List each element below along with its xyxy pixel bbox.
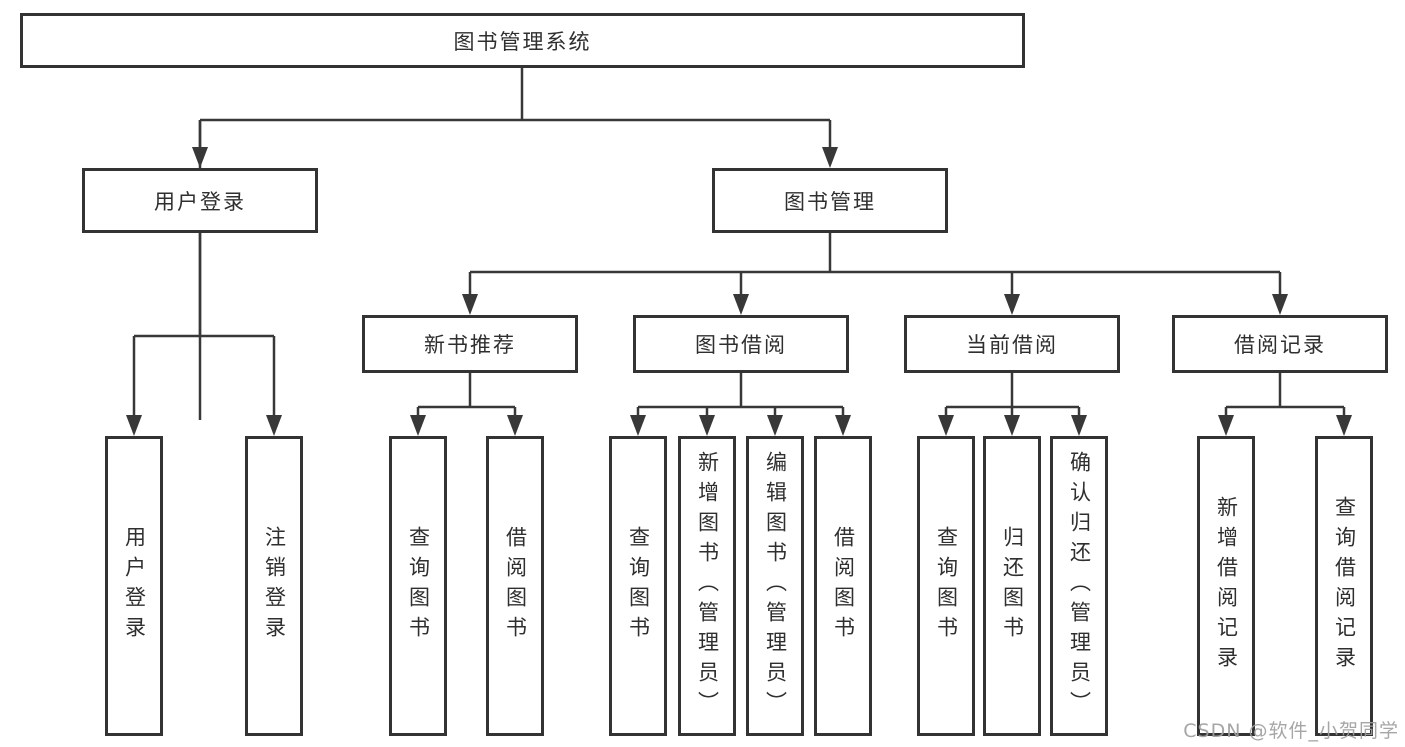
node-user-login: 用户登录 <box>82 168 318 233</box>
leaf-add-books-admin: 新增图书（管理员） <box>678 436 736 736</box>
node-library-management-system: 图书管理系统 <box>20 13 1025 68</box>
node-current-borrowing: 当前借阅 <box>904 315 1120 373</box>
leaf-borrow-books-recommend: 借阅图书 <box>486 436 544 736</box>
csdn-watermark: CSDN @软件_小贺同学 <box>1183 720 1399 742</box>
leaf-return-books: 归还图书 <box>983 436 1041 736</box>
leaf-logout: 注销登录 <box>245 436 303 736</box>
leaf-query-borrow-record: 查询借阅记录 <box>1315 436 1373 736</box>
node-book-management: 图书管理 <box>712 168 948 233</box>
leaf-user-login: 用户登录 <box>105 436 163 736</box>
node-new-book-recommendation: 新书推荐 <box>362 315 578 373</box>
leaf-query-books-current: 查询图书 <box>917 436 975 736</box>
leaf-confirm-return-admin: 确认归还（管理员） <box>1050 436 1108 736</box>
leaf-query-books-recommend: 查询图书 <box>389 436 447 736</box>
leaf-query-books-borrow: 查询图书 <box>609 436 667 736</box>
leaf-borrow-books: 借阅图书 <box>814 436 872 736</box>
node-borrowing-records: 借阅记录 <box>1172 315 1388 373</box>
leaf-add-borrow-record: 新增借阅记录 <box>1197 436 1255 736</box>
node-book-borrowing: 图书借阅 <box>633 315 849 373</box>
leaf-edit-books-admin: 编辑图书（管理员） <box>746 436 804 736</box>
